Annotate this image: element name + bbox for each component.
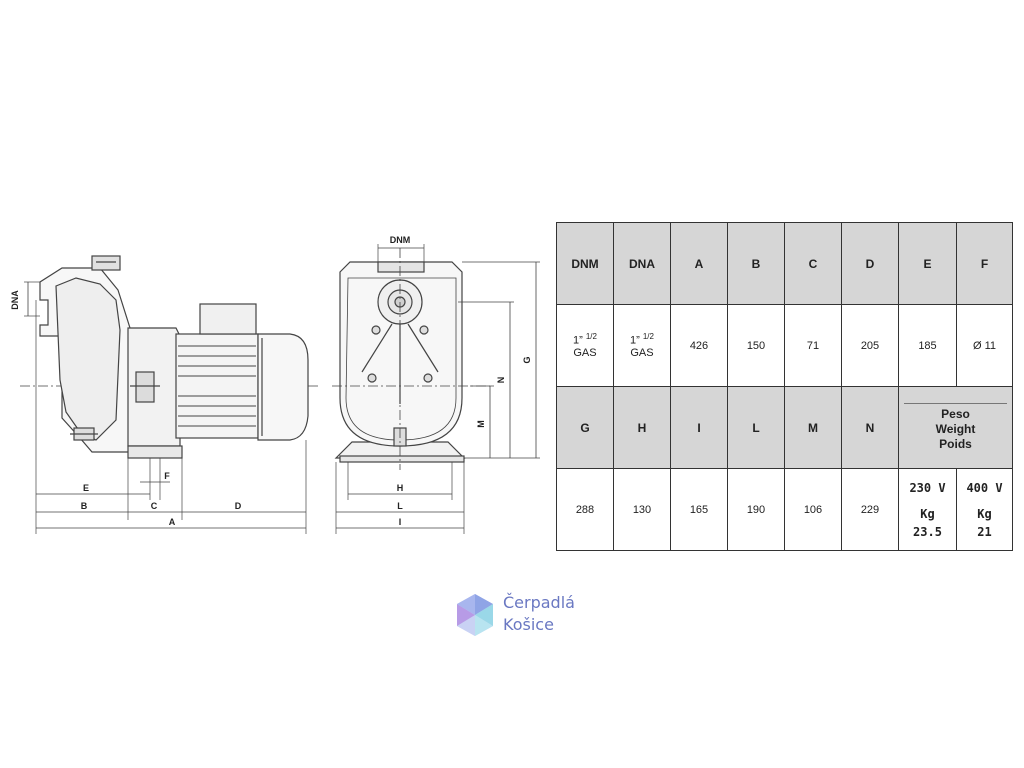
header-row-1: DNM DNA A B C D E F <box>556 222 1013 305</box>
value-cell-c: 71 <box>784 304 842 387</box>
header-cell-a: A <box>670 222 728 305</box>
dim-label-dnm: DNM <box>390 235 411 245</box>
dim-label-a: A <box>169 517 176 527</box>
value-cell-i: 165 <box>670 468 728 551</box>
value-cell-f: Ø 11 <box>956 304 1013 387</box>
weight-cell-400v: 400 V Kg 21 <box>956 468 1013 551</box>
value-cell-h: 130 <box>613 468 671 551</box>
dim-label-d: D <box>235 501 242 511</box>
dim-label-c: C <box>151 501 158 511</box>
value-row-1: 1” 1/2 GAS 1” 1/2 GAS 426 150 71 205 185… <box>556 304 1013 387</box>
header-cell-e: E <box>898 222 957 305</box>
dim-label-b: B <box>81 501 88 511</box>
logo-text-line1: Čerpadlá <box>503 593 575 612</box>
header-cell-f: F <box>956 222 1013 305</box>
value-cell-e: 185 <box>898 304 957 387</box>
dnm-fraction: 1/2 <box>585 332 597 342</box>
header-row-2: G H I L M N Peso Weight Poids <box>556 386 1013 469</box>
dim-label-g: G <box>522 356 532 363</box>
dna-fraction: 1/2 <box>642 332 654 342</box>
voltage-400: 400 V <box>966 480 1003 495</box>
weight-label-en: Weight <box>935 422 976 436</box>
dim-label-f: F <box>164 471 170 481</box>
dim-label-e: E <box>83 483 89 493</box>
value-cell-n: 229 <box>841 468 899 551</box>
dim-label-n: N <box>496 377 506 384</box>
header-cell-b: B <box>727 222 785 305</box>
value-cell-l: 190 <box>727 468 785 551</box>
hexagon-logo-icon <box>457 594 493 636</box>
value-cell-dna: 1” 1/2 GAS <box>613 304 671 387</box>
value-cell-g: 288 <box>556 468 614 551</box>
header-cell-d: D <box>841 222 899 305</box>
kg-unit-400: Kg <box>977 506 992 521</box>
header-cell-i: I <box>670 386 728 469</box>
side-view <box>20 255 320 534</box>
header-cell-l: L <box>727 386 785 469</box>
header-cell-dnm: DNM <box>556 222 614 305</box>
weight-label-fr: Poids <box>939 437 972 451</box>
header-cell-m: M <box>784 386 842 469</box>
dna-size: 1” <box>630 334 640 347</box>
dim-label-h: H <box>397 483 404 493</box>
dnm-unit: GAS <box>573 346 597 359</box>
front-view <box>332 244 540 534</box>
kg-unit-230: Kg <box>920 506 935 521</box>
watermark-logo: Čerpadlá Košice <box>452 590 592 640</box>
header-cell-c: C <box>784 222 842 305</box>
header-cell-h: H <box>613 386 671 469</box>
dim-label-i: I <box>399 517 402 527</box>
logo-text-line2: Košice <box>503 615 554 634</box>
dimension-table: DNM DNA A B C D E F 1” 1/2 GAS 1” 1/2 GA… <box>556 222 1013 551</box>
value-cell-m: 106 <box>784 468 842 551</box>
dim-label-dna: DNA <box>10 290 20 310</box>
value-cell-b: 150 <box>727 304 785 387</box>
dim-label-m: M <box>476 420 486 428</box>
weight-value-230: 23.5 <box>913 524 942 539</box>
header-cell-dna: DNA <box>613 222 671 305</box>
technical-drawing: DNA E F B C D A DNM G N M H L I <box>10 235 540 534</box>
dnm-size: 1” <box>573 334 583 347</box>
header-cell-g: G <box>556 386 614 469</box>
header-cell-weight: Peso Weight Poids <box>898 386 1013 469</box>
dna-unit: GAS <box>630 346 654 359</box>
header-cell-n: N <box>841 386 899 469</box>
weight-cell-230v: 230 V Kg 23.5 <box>898 468 957 551</box>
voltage-230: 230 V <box>909 480 946 495</box>
weight-value-400: 21 <box>977 524 992 539</box>
dim-label-l: L <box>397 501 403 511</box>
weight-label-it: Peso <box>941 407 970 421</box>
value-cell-dnm: 1” 1/2 GAS <box>556 304 614 387</box>
value-cell-a: 426 <box>670 304 728 387</box>
value-cell-d: 205 <box>841 304 899 387</box>
value-row-2: 288 130 165 190 106 229 230 V Kg 23.5 40… <box>556 468 1013 551</box>
